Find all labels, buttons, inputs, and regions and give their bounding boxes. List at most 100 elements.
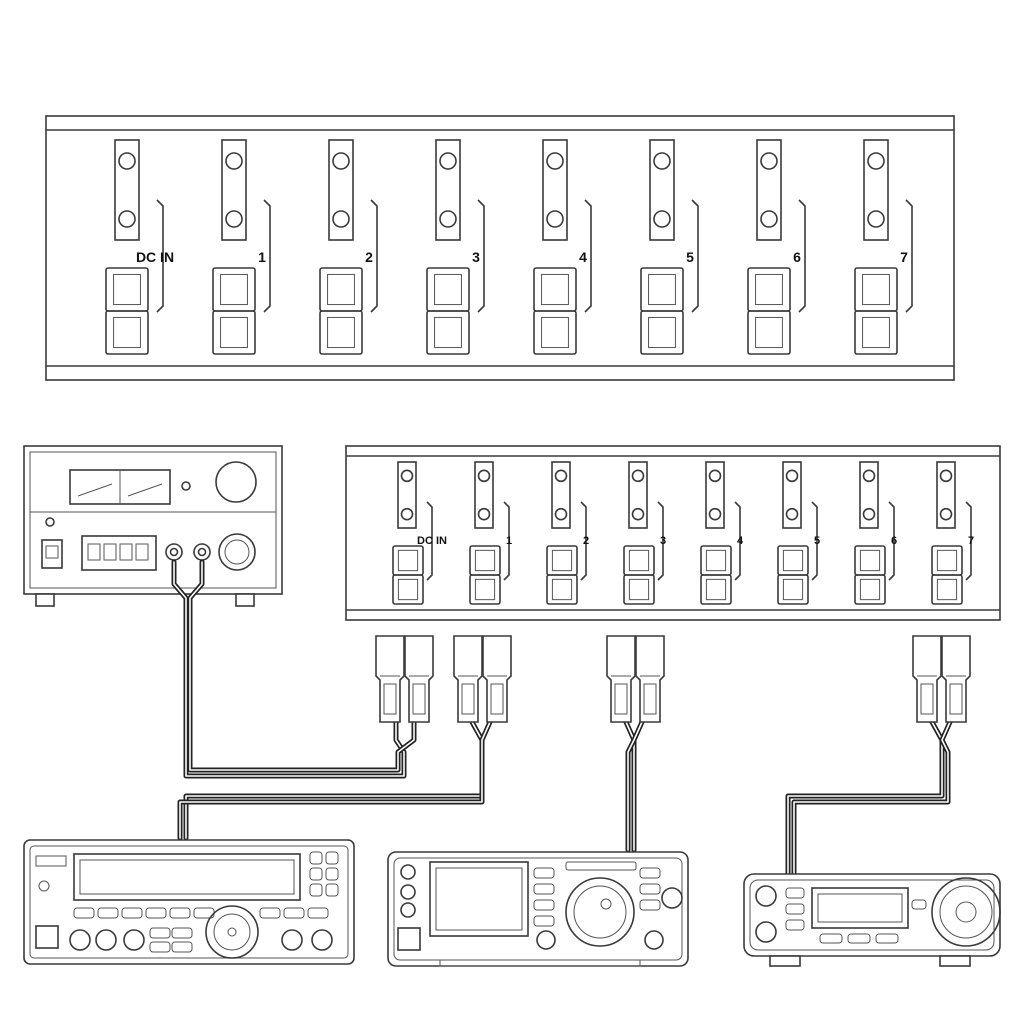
top-polarity-bracket xyxy=(798,199,806,313)
radio-3-left-knobs-icon xyxy=(755,885,777,943)
bottom-polarity-bracket xyxy=(734,501,741,581)
powerpole-plug-2 xyxy=(453,635,512,723)
top-socket-contact xyxy=(862,273,890,306)
bottom-socket-contact xyxy=(474,549,496,572)
top-screw-hole-icon xyxy=(225,152,243,170)
radio-1-lamp-icon xyxy=(38,880,50,892)
bottom-socket-contact xyxy=(859,578,881,601)
bottom-polarity-bracket xyxy=(580,501,587,581)
power-supply-body xyxy=(23,445,283,595)
radio-1-power-button xyxy=(35,925,59,949)
bottom-port-3: 3 xyxy=(623,461,666,605)
radio-2-left-knobs-icon xyxy=(400,864,416,918)
cable-radio-3-a xyxy=(785,719,945,877)
top-panel-frame xyxy=(45,115,955,381)
cable-radio-1-b xyxy=(177,719,493,841)
top-port-label: 3 xyxy=(472,249,480,265)
voltage-knob-icon xyxy=(215,461,257,503)
radio-3-foot-right xyxy=(939,955,971,967)
bottom-bus-bar xyxy=(397,461,417,529)
top-screw-hole-icon xyxy=(332,210,350,228)
bottom-socket-contact xyxy=(628,578,650,601)
top-port-dc-in: DC IN xyxy=(105,139,174,355)
bottom-screw-hole-icon xyxy=(631,469,645,483)
radio-3-bezel xyxy=(749,879,995,951)
bottom-panel-frame xyxy=(345,445,1001,621)
plug-housing xyxy=(482,635,512,723)
radio-3-buttons xyxy=(785,887,927,944)
bottom-bus-bar xyxy=(705,461,725,529)
bottom-port-7: 7 xyxy=(931,461,974,605)
bottom-socket-contact xyxy=(551,549,573,572)
power-supply-foot-right xyxy=(235,593,255,607)
top-screw-hole-icon xyxy=(867,210,885,228)
bottom-socket-contact xyxy=(474,578,496,601)
cable-psu-positive-inner xyxy=(189,561,415,771)
bottom-screw-hole-icon xyxy=(939,469,953,483)
bottom-bus-bar xyxy=(936,461,956,529)
top-anderson-socket-bottom xyxy=(640,310,684,355)
radio-1-knobs-icon xyxy=(69,929,333,951)
bottom-polarity-bracket xyxy=(888,501,895,581)
bottom-socket-contact xyxy=(628,549,650,572)
radio-2-main-dial-ring xyxy=(573,885,627,939)
bottom-port-label: 5 xyxy=(814,535,820,547)
bottom-anderson-socket-bottom xyxy=(546,574,578,605)
radio-3-foot-left xyxy=(769,955,801,967)
bottom-bus-bar xyxy=(474,461,494,529)
top-anderson-socket-bottom xyxy=(747,310,791,355)
top-socket-contact xyxy=(541,316,569,349)
plug-housing xyxy=(941,635,971,723)
radio-3-main-dial-icon xyxy=(931,877,1001,947)
bottom-socket-contact xyxy=(397,549,419,572)
radio-1-display xyxy=(73,853,301,901)
radio-2-dial-dimple xyxy=(600,898,612,910)
plug-housing xyxy=(635,635,665,723)
top-bus-bar xyxy=(542,139,568,241)
top-screw-hole-icon xyxy=(439,152,457,170)
plug-housing xyxy=(912,635,942,723)
top-anderson-socket-bottom xyxy=(854,310,898,355)
radio-1-logo xyxy=(35,855,67,867)
power-lamp-icon xyxy=(45,517,55,527)
bottom-port-label: 3 xyxy=(660,535,666,547)
top-socket-contact xyxy=(327,316,355,349)
bottom-port-2: 2 xyxy=(546,461,589,605)
bottom-bus-bar xyxy=(628,461,648,529)
bottom-bus-bar xyxy=(551,461,571,529)
top-polarity-bracket xyxy=(477,199,485,313)
top-port-3: 3 xyxy=(426,139,485,355)
bottom-polarity-bracket xyxy=(426,501,433,581)
cable-radio-3-b-inner xyxy=(793,721,951,875)
bottom-anderson-socket-bottom xyxy=(392,574,424,605)
bottom-socket-contact xyxy=(397,578,419,601)
radio-1-dial-dimple xyxy=(227,927,237,937)
top-polarity-bracket xyxy=(263,199,271,313)
top-port-label: 5 xyxy=(686,249,694,265)
bottom-anderson-socket-bottom xyxy=(623,574,655,605)
top-anderson-socket-bottom xyxy=(533,310,577,355)
bottom-screw-hole-icon xyxy=(708,507,722,521)
top-socket-contact xyxy=(755,316,783,349)
top-anderson-socket-bottom xyxy=(426,310,470,355)
top-polarity-bracket xyxy=(691,199,699,313)
socket-ring xyxy=(224,539,250,565)
bottom-bus-bar xyxy=(782,461,802,529)
radio-1-display-inner xyxy=(79,859,295,895)
radio-1-button-row xyxy=(73,907,329,919)
top-anderson-socket-bottom xyxy=(212,310,256,355)
bottom-port-1: 1 xyxy=(469,461,512,605)
top-polarity-bracket xyxy=(370,199,378,313)
cable-radio-1-a xyxy=(183,719,485,841)
radio-3-display-inner xyxy=(817,893,903,923)
plug-contact xyxy=(949,683,963,715)
radio-3-dial-center xyxy=(955,901,977,923)
bottom-socket-contact xyxy=(705,578,727,601)
bottom-socket-contact xyxy=(551,578,573,601)
bottom-anderson-socket-bottom xyxy=(469,574,501,605)
plug-contact xyxy=(920,683,934,715)
